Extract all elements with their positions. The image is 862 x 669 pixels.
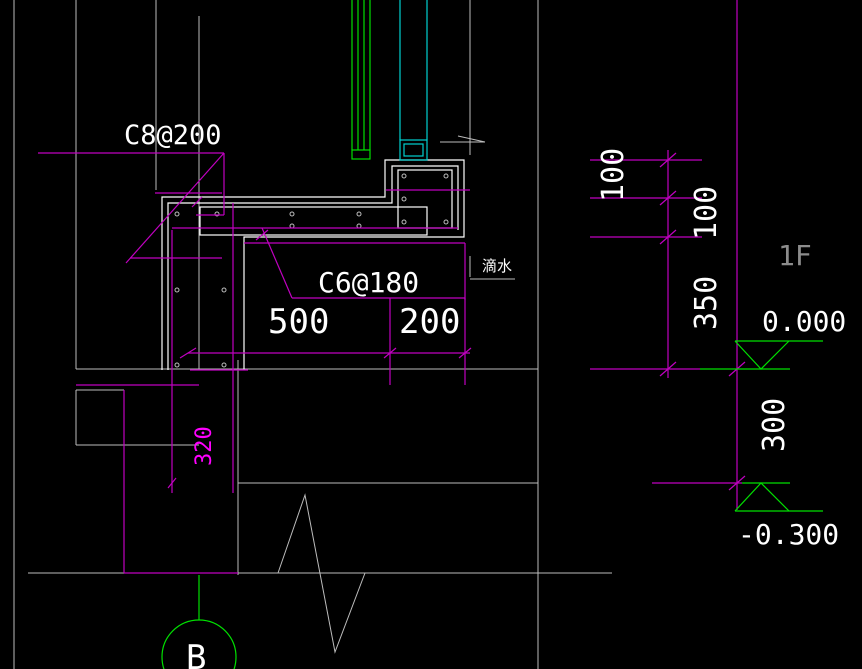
leader-arrow (440, 135, 515, 280)
green-elements (161, 0, 823, 669)
dimension-200: 200 (399, 302, 460, 342)
grid-axis-label: B (186, 638, 206, 669)
level-bottom: -0.300 (738, 518, 839, 551)
dimension-500: 500 (268, 302, 329, 342)
level-top: 0.000 (762, 305, 846, 338)
reinforcement-lines-magenta (38, 0, 746, 574)
elevation-dim-350: 350 (689, 276, 724, 330)
rebar-label-c6: C6@180 (318, 266, 419, 299)
dimension-320: 320 (192, 426, 217, 466)
elevation-dim-100-a: 100 (596, 148, 631, 202)
elevation-dim-100-b: 100 (689, 186, 724, 240)
rebar-label-c8: C8@200 (124, 120, 222, 151)
grid-axis-bubble (161, 619, 237, 669)
cyan-elements (399, 0, 428, 161)
rebar-dots (174, 173, 449, 368)
elevation-dim-300: 300 (757, 398, 792, 452)
floor-label: 1F (778, 239, 812, 272)
drip-label: 滴水 (482, 257, 512, 275)
